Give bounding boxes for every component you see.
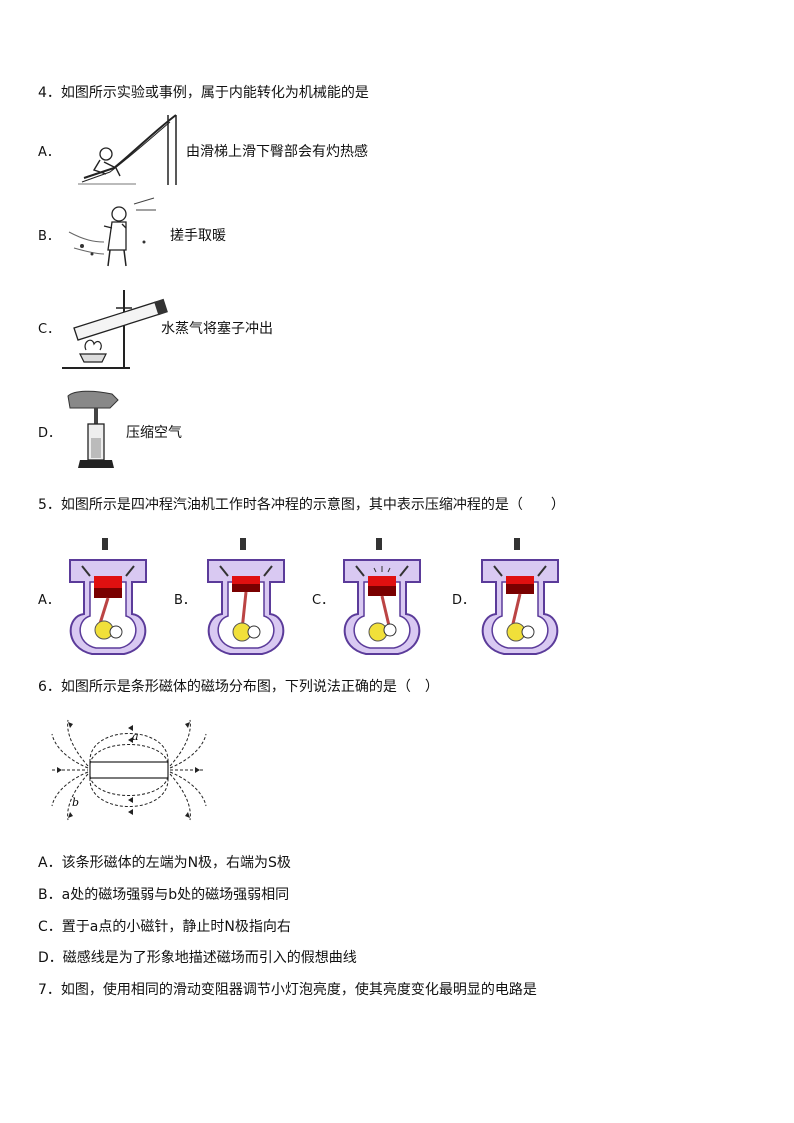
label-b: b	[72, 796, 79, 809]
q6-option-d: D．磁感线是为了形象地描述磁场而引入的假想曲线	[38, 947, 357, 967]
q5-option-a-letter: A．	[38, 593, 60, 608]
q4-option-c-letter: C．	[38, 322, 61, 337]
q6-option-d-letter: D．	[38, 950, 63, 966]
q6-option-a-letter: A．	[38, 855, 62, 871]
engine-diagram-b	[202, 536, 290, 662]
q4-option-d-text: 压缩空气	[126, 425, 182, 441]
q6-option-a: A．该条形磁体的左端为N极，右端为S极	[38, 852, 291, 872]
q4-option-a-letter: A．	[38, 145, 60, 160]
q6-option-a-text: 该条形磁体的左端为N极，右端为S极	[61, 855, 291, 871]
q6-option-b-letter: B．	[38, 887, 62, 903]
q6-stem: 6．如图所示是条形磁体的磁场分布图，下列说法正确的是（ ）	[38, 679, 439, 695]
q6-option-c-letter: C．	[38, 919, 62, 935]
q6-option-c-text: 置于a点的小磁针，静止时N极指向右	[61, 919, 291, 935]
q5-stem: 5．如图所示是四冲程汽油机工作时各冲程的示意图，其中表示压缩冲程的是（ ）	[38, 497, 565, 513]
q4-option-a-text: 由滑梯上滑下臀部会有灼热感	[186, 144, 368, 160]
q6-option-d-text: 磁感线是为了形象地描述磁场而引入的假想曲线	[62, 950, 357, 966]
q4-option-b-text-visible: 搓手取暖	[170, 228, 226, 244]
q6-option-b-text: a处的磁场强弱与b处的磁场强弱相同	[61, 887, 290, 903]
engine-diagram-d	[476, 536, 564, 662]
steam-tube-illustration	[60, 286, 170, 376]
q5-option-b-letter: B．	[174, 593, 196, 608]
q4-stem: 4．如图所示实验或事例，属于内能转化为机械能的是	[38, 85, 369, 101]
q5-option-d-letter: D．	[452, 593, 476, 608]
q4-option-b-letter: B．	[38, 229, 60, 244]
rubbing-hands-illustration	[64, 192, 164, 276]
q6-option-b: B．a处的磁场强弱与b处的磁场强弱相同	[38, 884, 289, 904]
bar-magnet	[89, 761, 169, 779]
air-pump-illustration	[64, 388, 124, 478]
engine-diagram-a	[64, 536, 152, 662]
q4-option-d-letter: D．	[38, 426, 62, 441]
q7-stem: 7．如图，使用相同的滑动变阻器调节小灯泡亮度，使其亮度变化最明显的电路是	[38, 982, 537, 998]
bar-magnet-field-figure: a b	[48, 718, 208, 826]
label-a: a	[132, 730, 139, 743]
q6-option-c: C．置于a点的小磁针，静止时N极指向右	[38, 916, 291, 936]
slide-illustration	[76, 110, 186, 194]
q4-option-c-text: 水蒸气将塞子冲出	[161, 321, 273, 337]
q5-option-c-letter: C．	[312, 593, 335, 608]
engine-diagram-c	[338, 536, 426, 662]
